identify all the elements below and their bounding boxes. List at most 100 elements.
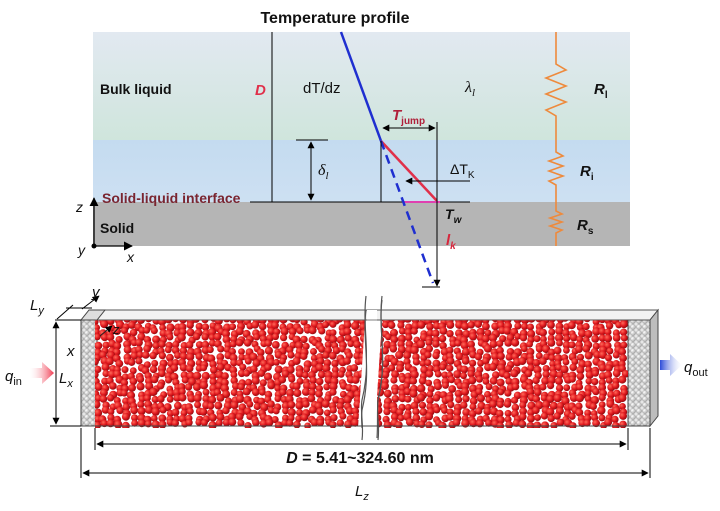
liquid-particle <box>439 363 447 371</box>
liquid-particle <box>503 371 511 380</box>
liquid-particle <box>598 394 606 402</box>
liquid-particle <box>135 338 143 347</box>
liquid-particle <box>235 412 244 421</box>
liquid-particle <box>113 342 122 350</box>
liquid-particle <box>446 330 454 338</box>
liquid-particle <box>412 407 420 416</box>
lambda-label: λl <box>464 79 475 99</box>
liquid-particle <box>618 375 627 384</box>
liquid-particle <box>432 351 440 360</box>
liquid-particle <box>315 389 323 398</box>
liquid-particle <box>178 393 187 402</box>
liquid-particle <box>425 412 434 421</box>
liquid-particle <box>237 369 246 378</box>
liquid-particle <box>102 369 110 378</box>
liquid-particle <box>322 321 329 329</box>
liquid-particle <box>454 389 463 398</box>
liquid-particle <box>101 363 110 372</box>
liquid-particle <box>542 370 550 379</box>
gradient-label: dT/dz <box>303 80 341 97</box>
liquid-particle <box>497 416 505 424</box>
liquid-particle <box>539 320 547 328</box>
liquid-particle <box>468 376 477 385</box>
liquid-particle <box>418 401 427 409</box>
liquid-particle <box>518 357 527 365</box>
liquid-particle <box>548 328 556 336</box>
liquid-particle <box>576 335 584 343</box>
liquid-particle <box>495 409 504 418</box>
liquid-particle <box>353 400 362 409</box>
liquid-particle <box>252 418 260 427</box>
liquid-particle <box>389 345 398 353</box>
liquid-particle <box>527 414 535 423</box>
liquid-particle <box>129 367 137 375</box>
liquid-particle <box>483 344 492 353</box>
liquid-particle <box>604 328 612 336</box>
liquid-particle <box>199 408 208 416</box>
liquid-particle <box>99 395 108 403</box>
liquid-particle <box>238 348 245 355</box>
liquid-particle <box>549 401 558 410</box>
liquid-particle <box>598 363 607 372</box>
liquid-particle <box>354 328 362 337</box>
liquid-particle <box>302 371 309 379</box>
liquid-particle <box>583 419 591 427</box>
liquid-particle <box>542 365 550 373</box>
liquid-particle <box>274 384 282 392</box>
liquid-particle <box>229 323 237 331</box>
liquid-particle <box>315 377 324 386</box>
liquid-particle <box>455 396 463 404</box>
liquid-particle <box>329 335 338 344</box>
liquid-particle <box>258 388 266 396</box>
liquid-particle <box>584 330 593 338</box>
liquid-particle <box>343 321 352 329</box>
liquid-particle <box>321 399 330 408</box>
liquid-particle <box>524 369 533 378</box>
liquid-particle <box>292 357 301 365</box>
liquid-particle <box>556 371 564 379</box>
liquid-particle <box>271 416 279 424</box>
liquid-particle <box>301 387 311 396</box>
liquid-particle <box>519 401 527 409</box>
liquid-particle <box>235 338 244 347</box>
liquid-particle <box>575 408 584 417</box>
left-wall-atoms <box>80 319 98 427</box>
liquid-particle <box>288 327 297 336</box>
liquid-particle <box>353 340 361 349</box>
liquid-particle <box>207 346 214 354</box>
liquid-particle <box>121 412 130 421</box>
ly-label: Ly <box>30 297 45 317</box>
liquid-particle <box>606 347 614 355</box>
liquid-particle <box>258 320 267 324</box>
liquid-particle <box>534 414 541 421</box>
liquid-particle <box>584 360 592 368</box>
liquid-particle <box>230 401 239 410</box>
bulk-liquid-label: Bulk liquid <box>100 81 172 97</box>
right-wall-side <box>649 308 659 428</box>
liquid-particle <box>184 383 193 391</box>
liquid-particle <box>295 341 304 350</box>
liquid-particle <box>216 393 225 402</box>
liquid-particle <box>120 389 128 397</box>
liquid-particle <box>397 321 405 329</box>
liquid-particle <box>300 413 309 422</box>
liquid-particle <box>126 391 136 400</box>
liquid-particle <box>591 369 600 377</box>
liquid-particle <box>496 400 504 409</box>
liquid-particles-left <box>95 320 365 428</box>
liquid-particle <box>267 327 276 336</box>
ly-dimension <box>56 304 74 320</box>
liquid-particle <box>383 340 392 349</box>
liquid-particle <box>461 347 471 356</box>
liquid-particle <box>164 346 172 354</box>
liquid-particle <box>201 333 209 341</box>
liquid-particle <box>535 320 544 323</box>
liquid-particle <box>467 370 475 378</box>
liquid-particle <box>353 352 361 360</box>
liquid-particle <box>328 351 337 360</box>
liquid-particle <box>584 351 593 360</box>
liquid-particle <box>469 397 478 405</box>
liquid-particle <box>358 357 365 365</box>
liquid-particle <box>242 387 251 396</box>
liquid-particle <box>237 383 245 391</box>
